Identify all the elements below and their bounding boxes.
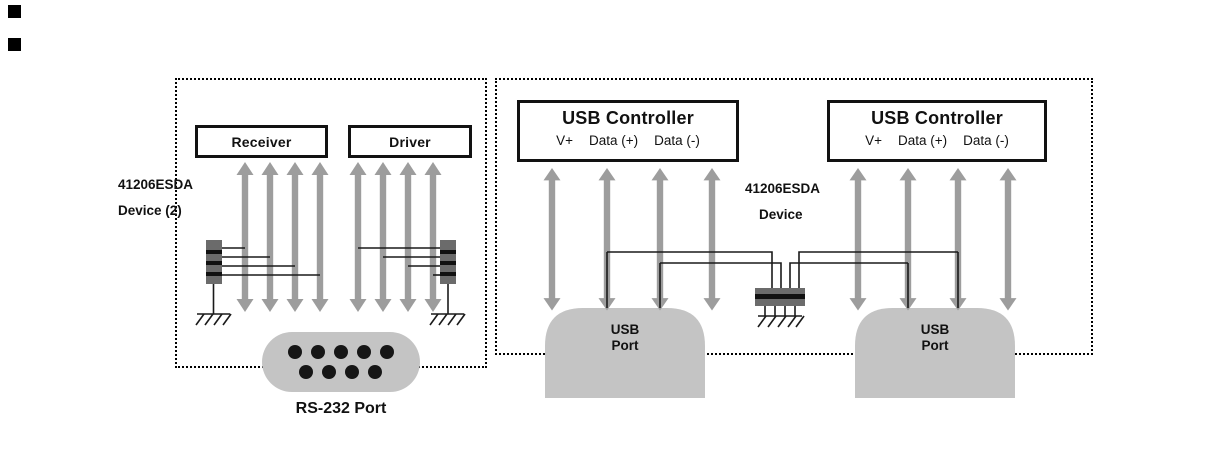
pin-vplus-1: V+ (556, 133, 573, 148)
pin-data-minus-2: Data (-) (963, 133, 1009, 148)
usb-port-2-shape (855, 308, 1015, 398)
pin-data-minus-1: Data (-) (654, 133, 700, 148)
rs232-connector (262, 332, 420, 392)
driver-arrows (349, 162, 442, 312)
ground-symbol-usb (757, 315, 805, 328)
usb-controller-2-title: USB Controller (871, 108, 1003, 128)
esd-component-usb (755, 288, 805, 316)
ground-symbol-driver (429, 313, 466, 326)
receiver-label: Receiver (231, 133, 292, 150)
usb-controller-2-pins: V+ Data (+) Data (-) (865, 133, 1009, 148)
usb-port-1-shape (545, 308, 705, 398)
usb-port-2-label: USB Port (855, 322, 1015, 354)
rs232-device-label-line1: 41206ESDA (118, 177, 194, 192)
scan-artifact-top (8, 5, 21, 18)
usb-controller-1-pins: V+ Data (+) Data (-) (556, 133, 700, 148)
usb-wires (606, 251, 959, 308)
usb-controller-1-title: USB Controller (562, 108, 694, 128)
rs232-device-label: 41206ESDA Device (2) (118, 178, 193, 218)
esd-component-driver (440, 240, 456, 284)
pin-data-plus-1: Data (+) (588, 133, 639, 148)
usb-controller-1-arrows (543, 168, 721, 311)
usb-controller-1-box: USB Controller V+ Data (+) Data (-) (517, 100, 739, 162)
usb-device-label-line2: Device (759, 207, 803, 222)
usb-device-label-line1: 41206ESDA (745, 181, 821, 196)
pin-data-plus-2: Data (+) (897, 133, 948, 148)
scan-artifact-bottom (8, 38, 21, 51)
usb-port-1-label-line2: Port (611, 338, 639, 353)
receiver-box: Receiver (195, 125, 328, 158)
usb-controller-2-arrows (849, 168, 1017, 311)
driver-wires (358, 247, 449, 314)
rs232-port-label: RS-232 Port (295, 400, 387, 417)
usb-device-label: 41206ESDA Device (745, 182, 820, 222)
driver-label: Driver (389, 133, 431, 150)
usb-port-2-label-line1: USB (920, 322, 950, 337)
usb-section-border (495, 78, 1093, 355)
pin-vplus-2: V+ (865, 133, 882, 148)
receiver-arrows (236, 162, 329, 312)
usb-port-1-label-line1: USB (610, 322, 640, 337)
ground-symbol-receiver (195, 313, 232, 326)
rs232-device-label-line2: Device (2) (118, 203, 182, 218)
usb-port-1-label: USB Port (545, 322, 705, 354)
usb-controller-2-box: USB Controller V+ Data (+) Data (-) (827, 100, 1047, 162)
driver-box: Driver (348, 125, 472, 158)
receiver-wires (212, 247, 320, 314)
rs232-pins (288, 345, 394, 379)
esd-component-receiver (206, 240, 222, 284)
usb-port-2-label-line2: Port (921, 338, 949, 353)
